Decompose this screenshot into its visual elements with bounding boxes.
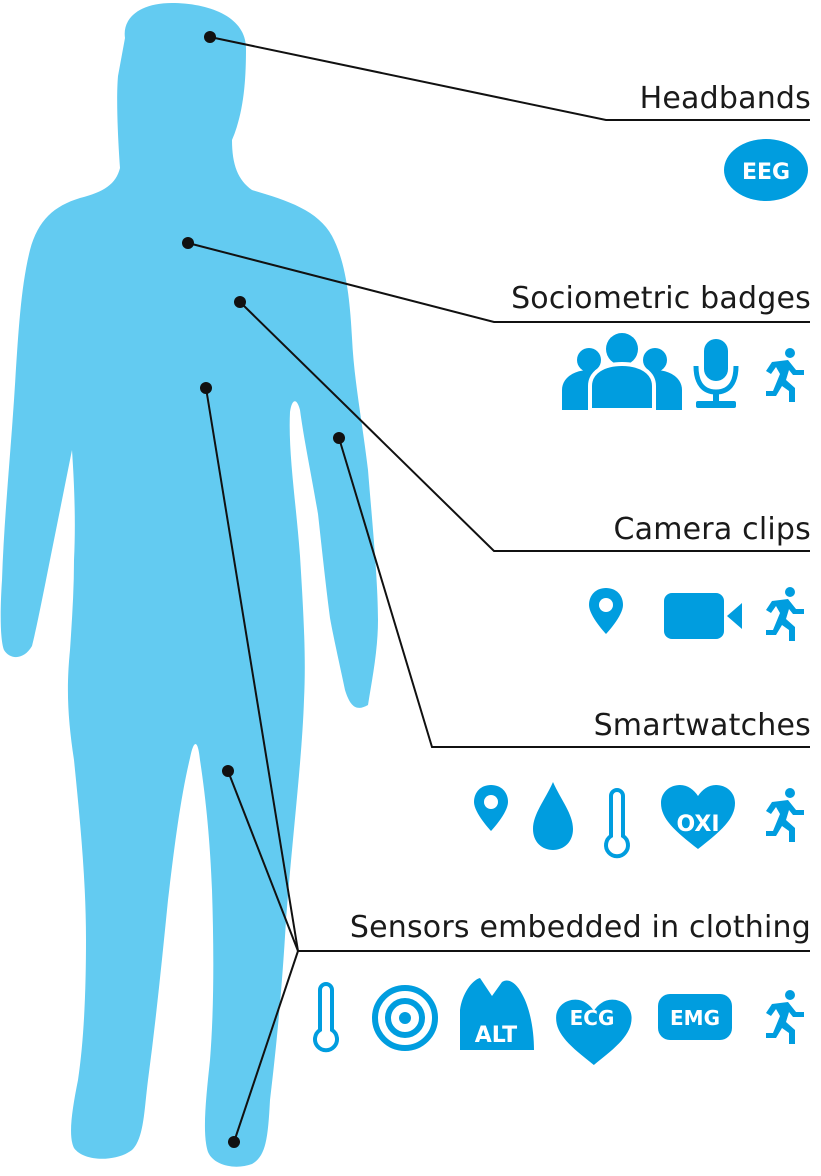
sensor-dot-thigh [222, 765, 234, 777]
emg-badge-icon: EMG [658, 994, 732, 1040]
running-person-icon [766, 348, 804, 402]
sensor-dot-shoulder [234, 296, 246, 308]
oxi-heart-icon: OXI [661, 785, 735, 849]
label-sensors-clothing: Sensors embedded in clothing [350, 913, 811, 943]
headbands-icons: EEG [724, 139, 808, 201]
sensor-dot-head [204, 31, 216, 43]
svg-text:ALT: ALT [475, 1023, 517, 1048]
svg-text:EMG: EMG [670, 1006, 720, 1030]
sensor-dot-ankle [228, 1136, 240, 1148]
sensor-dot-wrist [333, 432, 345, 444]
microphone-icon [696, 339, 736, 408]
svg-text:ECG: ECG [570, 1006, 615, 1030]
svg-text:OXI: OXI [676, 812, 719, 837]
eeg-badge-text: EEG [742, 160, 790, 185]
label-smartwatches: Smartwatches [594, 711, 811, 741]
running-person-icon [766, 990, 804, 1044]
running-person-icon [766, 788, 804, 842]
label-sociometric-badges: Sociometric badges [511, 284, 811, 314]
alt-mountain-icon: ALT [460, 978, 534, 1050]
water-drop-icon [533, 782, 573, 850]
clothing-icons: ALT ECG EMG [315, 978, 804, 1065]
sensor-dot-torso [200, 382, 212, 394]
label-camera-clips: Camera clips [613, 515, 811, 545]
video-camera-icon [664, 593, 742, 639]
camera-icons [589, 587, 804, 641]
sociometric-icons [562, 333, 804, 410]
sensor-dot-chest [182, 237, 194, 249]
target-icon [375, 988, 435, 1048]
thermometer-icon [606, 790, 628, 856]
label-headbands: Headbands [640, 84, 811, 114]
running-person-icon [766, 587, 804, 641]
ecg-heart-icon: ECG [556, 1000, 631, 1065]
thermometer-icon [315, 984, 337, 1050]
group-icon [562, 333, 682, 410]
smartwatch-icons: OXI [474, 782, 804, 856]
